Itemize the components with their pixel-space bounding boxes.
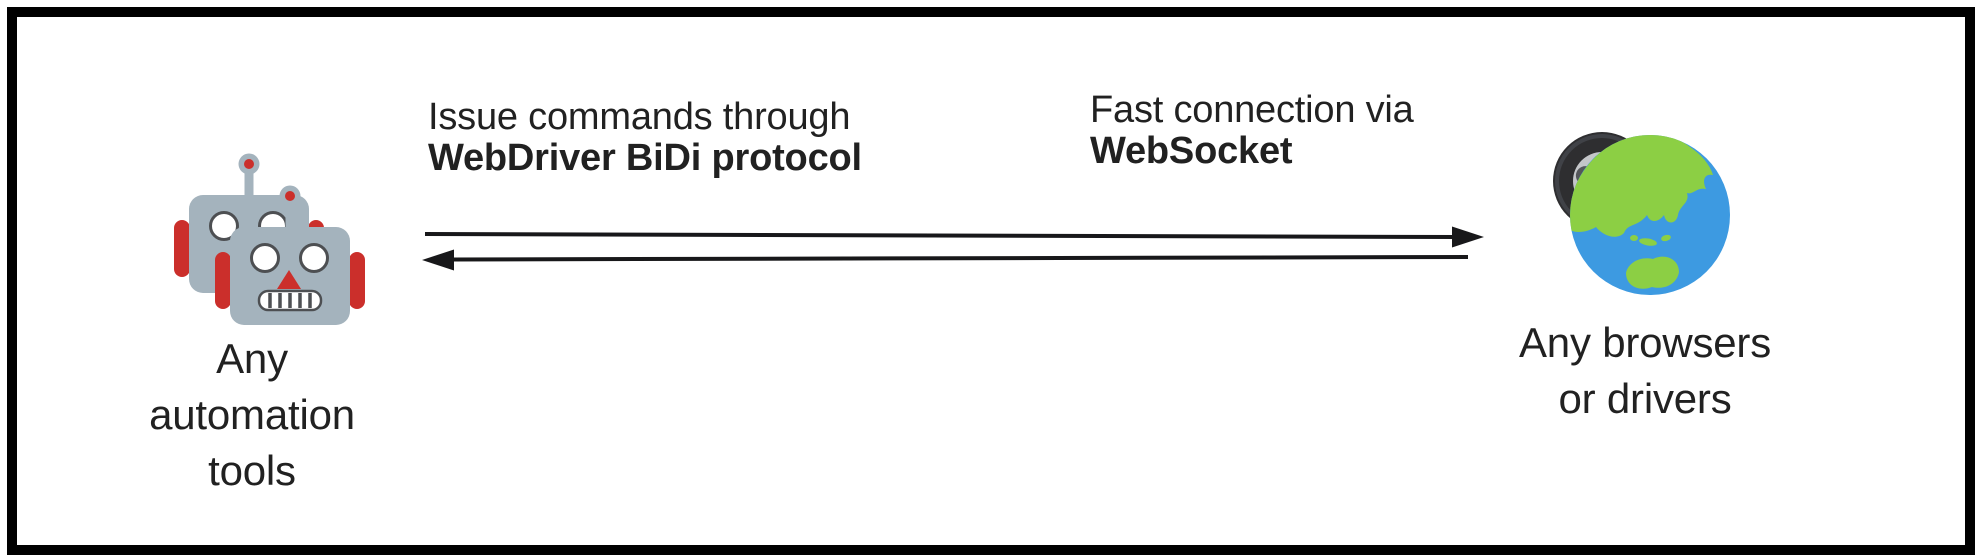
left-node-caption: Any automation tools: [102, 331, 402, 499]
right-node-caption: Any browsers or drivers: [1485, 315, 1805, 427]
globe-icon: [1570, 135, 1730, 295]
arrow-left: [422, 249, 1469, 271]
caption-line: or drivers: [1558, 375, 1732, 422]
arrow-left-shaft: [451, 255, 1469, 262]
websocket-label: Fast connection via WebSocket: [1090, 90, 1414, 172]
label-line-bold: WebSocket: [1090, 130, 1293, 172]
label-line-normal: Fast connection via: [1090, 89, 1414, 131]
caption-line: Any: [216, 335, 288, 382]
caption-line: automation: [149, 391, 355, 438]
caption-line: tools: [208, 447, 296, 494]
label-line-normal: Issue commands through: [428, 96, 851, 138]
browsers-drivers-icon: [1553, 132, 1730, 295]
bidi-protocol-label: Issue commands through WebDriver BiDi pr…: [428, 97, 862, 179]
arrow-left-head: [422, 249, 454, 271]
globe-land: [1570, 135, 1713, 289]
arrow-right-head: [1452, 226, 1484, 248]
arrow-right: [424, 226, 1484, 248]
caption-line: Any browsers: [1518, 319, 1772, 366]
label-line-bold: WebDriver BiDi protocol: [428, 137, 862, 179]
automation-tools-icon: [172, 151, 367, 327]
arrow-right-shaft: [424, 232, 1457, 239]
bidirectional-arrows: [422, 226, 1484, 271]
diagram-border: [7, 7, 1975, 555]
